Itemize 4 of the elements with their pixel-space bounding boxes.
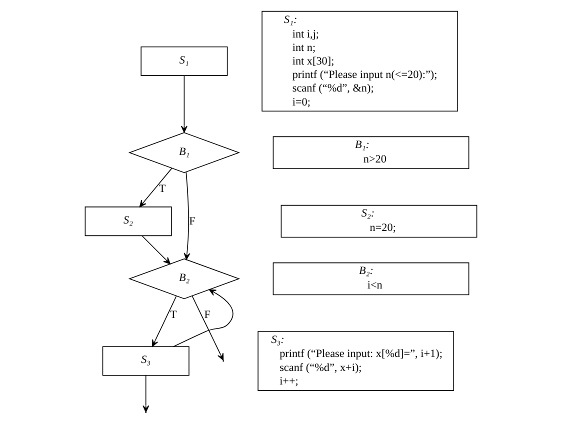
edge-label: F — [204, 309, 210, 322]
edge-label: T — [158, 182, 166, 195]
edge-label: F — [188, 215, 195, 228]
edge-label: T — [170, 309, 176, 322]
